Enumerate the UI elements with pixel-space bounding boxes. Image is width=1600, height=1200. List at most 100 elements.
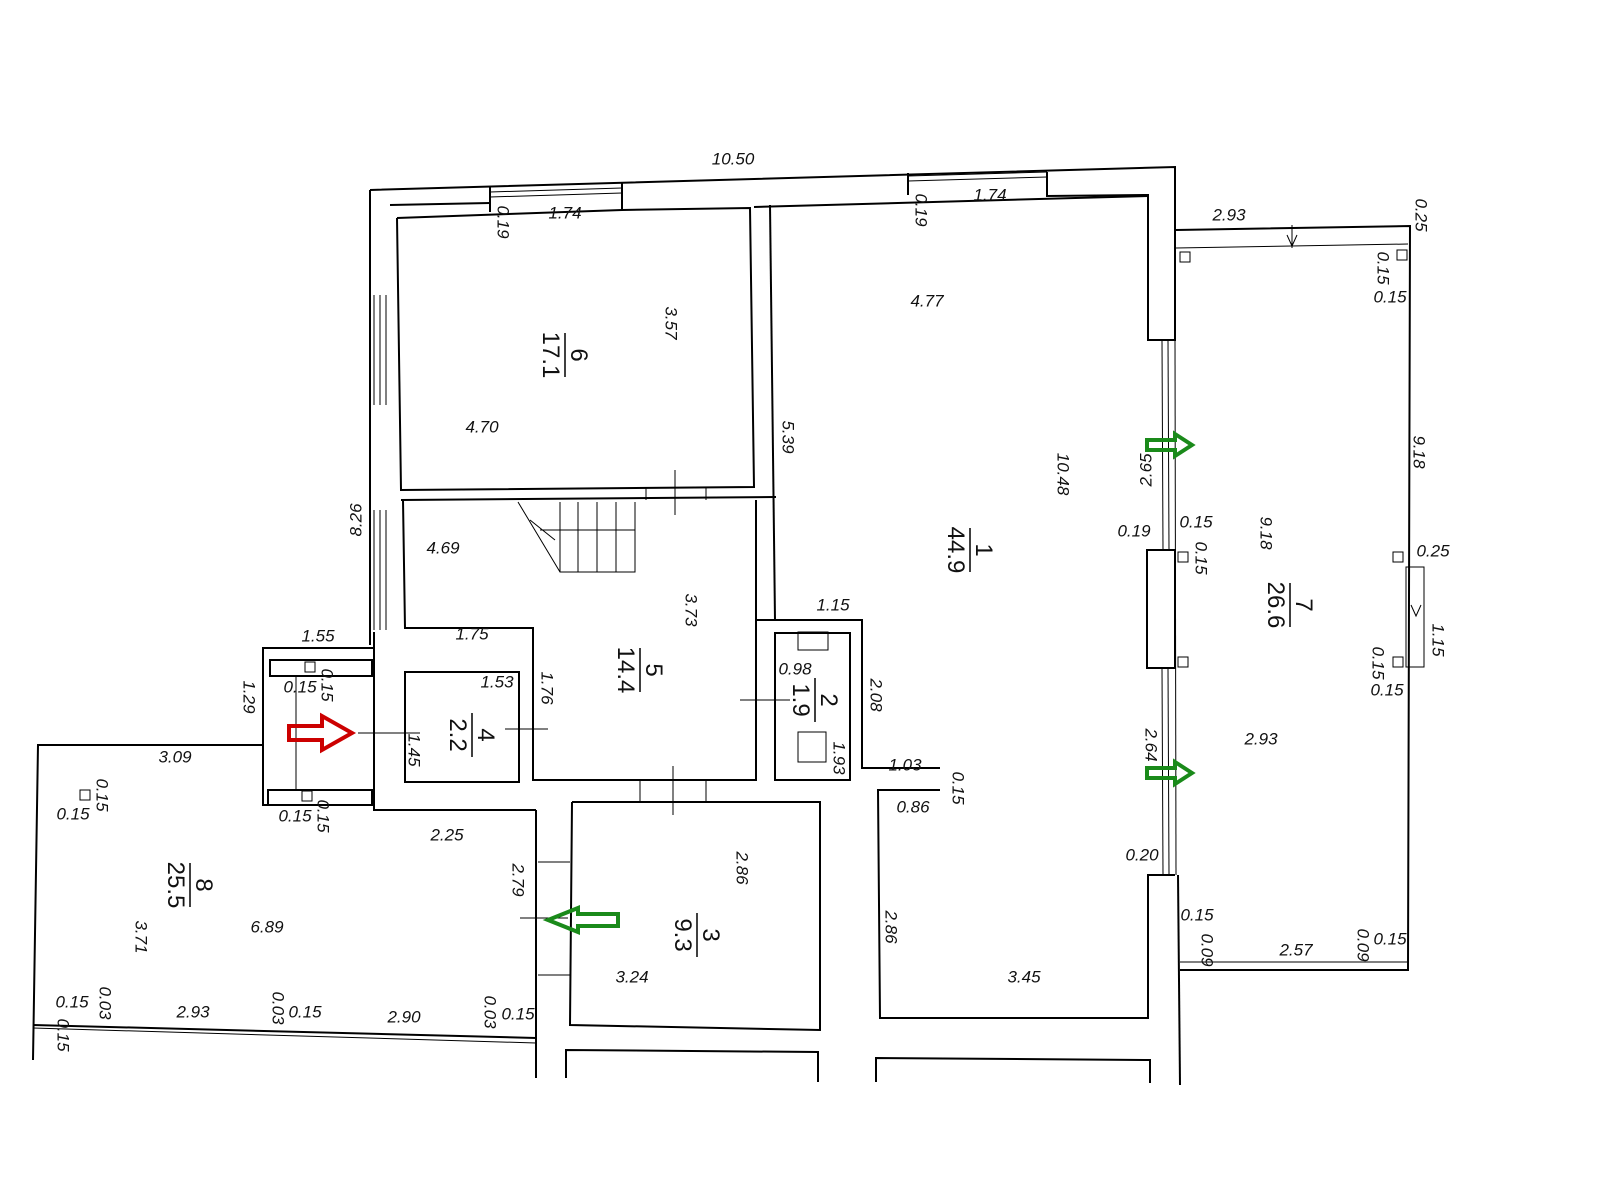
dimension-label: 8.26: [346, 503, 365, 537]
dimension-label: 2.57: [1278, 940, 1313, 959]
dimension-label: 0.20: [1125, 845, 1159, 864]
room-number: 7: [1290, 598, 1317, 611]
dimension-label: 1.55: [301, 626, 335, 645]
dimension-label: 3.57: [662, 306, 681, 340]
dimension-label: 1.29: [240, 680, 259, 714]
dimension-label: 0.15: [1373, 929, 1407, 948]
dimension-label: 0.15: [1180, 905, 1214, 924]
dimension-label: 0.86: [896, 797, 930, 816]
dimension-label: 3.73: [682, 593, 701, 627]
room-label: 39.3: [669, 913, 724, 957]
dimension-label: 2.79: [509, 862, 528, 897]
room-area: 9.3: [669, 918, 696, 951]
dimension-label: 0.03: [481, 995, 500, 1029]
dimension-label: 10.50: [712, 149, 755, 168]
dimension-label: 0.15: [288, 1002, 322, 1021]
dimension-label: 0.15: [1192, 541, 1211, 575]
dimension-label: 0.15: [54, 1018, 73, 1052]
room-number: 8: [190, 878, 217, 891]
dimension-label: 0.15: [949, 771, 968, 805]
dimension-label: 1.03: [888, 755, 922, 774]
dimension-label: 0.15: [501, 1004, 535, 1023]
dimension-label: 1.76: [538, 671, 557, 705]
dimension-label: 2.86: [882, 909, 901, 944]
dimension-label: 1.53: [480, 672, 514, 691]
door-arrow-icon: [542, 905, 620, 935]
dimension-label: 0.15: [314, 799, 333, 833]
dimension-label: 2.08: [867, 677, 886, 712]
dimension-label: 2.25: [429, 825, 464, 844]
dimension-label: 2.86: [733, 850, 752, 885]
room-label: 21.9: [787, 678, 842, 722]
room-area: 1.9: [787, 683, 814, 716]
room-number: 3: [697, 928, 724, 941]
dimension-label: 1.75: [455, 624, 489, 643]
dimension-label: 9.18: [1257, 516, 1276, 550]
dimension-label: 0.25: [1416, 541, 1450, 560]
dimension-label: 1.74: [973, 185, 1006, 204]
room-label: 825.5: [162, 862, 217, 909]
room-area: 26.6: [1262, 582, 1289, 629]
room-label: 144.9: [942, 527, 997, 574]
dimension-label: 2.93: [1243, 729, 1278, 748]
room-number: 5: [640, 663, 667, 676]
dimension-label: 0.15: [278, 806, 312, 825]
room-label: 42.2: [444, 713, 499, 757]
dimension-label: 2.93: [1211, 205, 1246, 224]
walls: [32, 165, 1425, 1086]
dimension-label: 6.89: [250, 917, 284, 936]
room-area: 44.9: [942, 527, 969, 574]
dimension-label: 3.09: [158, 747, 192, 766]
room-label: 726.6: [1262, 582, 1317, 629]
dimension-label: 0.15: [1374, 251, 1393, 285]
room-number: 2: [815, 693, 842, 706]
dimension-label: 0.03: [96, 986, 115, 1020]
dimension-label: 0.15: [56, 804, 90, 823]
dimension-label: 0.15: [93, 778, 112, 812]
dimension-label: 0.19: [912, 193, 931, 227]
dimension-label: 3.71: [132, 920, 151, 953]
dimension-label: 2.64: [1142, 727, 1161, 761]
dimension-label: 9.18: [1410, 435, 1429, 469]
dimension-label: 10.48: [1054, 453, 1073, 496]
room-label: 617.1: [537, 332, 592, 379]
dimension-label: 0.98: [778, 659, 812, 678]
dimension-label: 0.15: [55, 992, 89, 1011]
dimension-label: 1.15: [1429, 623, 1448, 657]
dimension-label: 0.03: [269, 991, 288, 1025]
dimension-label: 1.45: [405, 733, 424, 767]
dimension-label: 4.77: [910, 291, 944, 310]
dimension-label: 2.65: [1136, 453, 1155, 488]
window-arrow-icon: [1145, 758, 1196, 788]
entrance-arrow-icon: [287, 712, 357, 754]
dimension-label: 1.15: [816, 595, 850, 614]
room-number: 4: [472, 728, 499, 741]
room-area: 25.5: [162, 862, 189, 909]
dimension-label: 0.25: [1412, 198, 1431, 232]
dimension-label: 0.15: [1373, 287, 1407, 306]
room-label: 514.4: [612, 647, 667, 694]
room-area: 17.1: [537, 332, 564, 379]
room-number: 6: [565, 348, 592, 361]
dimension-label: 0.15: [283, 677, 317, 696]
room-number: 1: [970, 543, 997, 556]
dimension-label: 0.15: [1369, 646, 1388, 680]
dimension-label: 4.70: [465, 417, 499, 436]
room-area: 14.4: [612, 647, 639, 694]
room-area: 2.2: [444, 718, 471, 751]
dimension-label: 4.69: [426, 538, 460, 557]
dimension-label: 1.93: [830, 741, 849, 775]
dimension-label: 2.90: [386, 1007, 421, 1026]
dimension-label: 0.09: [1354, 928, 1373, 962]
dimension-label: 3.24: [615, 967, 648, 986]
dimension-label: 0.19: [1117, 521, 1151, 540]
dimension-label: 2.93: [175, 1002, 210, 1021]
dimension-label: 0.15: [1179, 512, 1213, 531]
dimension-label: 0.15: [1370, 680, 1404, 699]
window-arrow-icon: [1145, 430, 1196, 460]
dimension-label: 0.19: [494, 205, 513, 239]
dimension-label: 0.09: [1198, 933, 1217, 967]
dimension-label: 1.74: [548, 203, 581, 222]
